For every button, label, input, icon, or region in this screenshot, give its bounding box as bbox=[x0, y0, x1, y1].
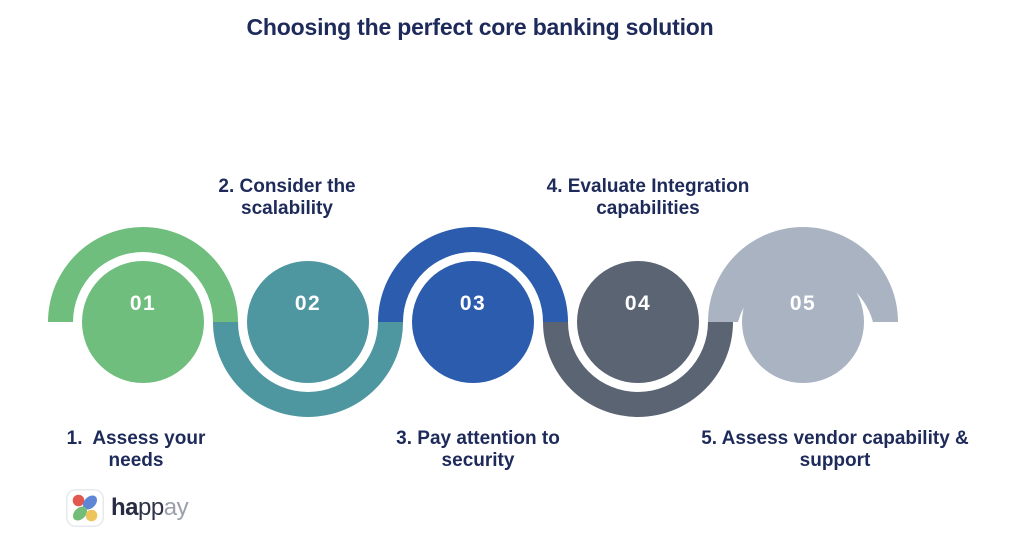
step-label-2-line-2: scalability bbox=[241, 198, 333, 219]
step-circle-2 bbox=[247, 261, 369, 383]
step-number-1: 01 bbox=[130, 292, 156, 315]
step-label-2-line-1: 2. Consider the bbox=[218, 176, 356, 197]
step-circle-3 bbox=[412, 261, 534, 383]
wordmark-part-3: ay bbox=[163, 494, 189, 521]
step-arc-2 bbox=[213, 322, 403, 417]
step-label-5-line-2: support bbox=[799, 450, 871, 471]
step-arc-4 bbox=[543, 322, 733, 417]
step-number-3: 03 bbox=[460, 292, 486, 315]
step-label-5: 5. Assess vendor capability & support bbox=[701, 428, 969, 472]
step-arc-1 bbox=[48, 227, 238, 322]
step-label-3-line-2: security bbox=[441, 450, 515, 471]
step-circle-4 bbox=[577, 261, 699, 383]
step-label-1-line-2: needs bbox=[108, 450, 164, 471]
happay-logo-icon bbox=[66, 489, 104, 527]
step-label-3: 3. Pay attention to security bbox=[396, 428, 560, 472]
step-number-4: 04 bbox=[625, 292, 651, 315]
happay-wordmark: happay bbox=[111, 489, 189, 527]
happay-logo: happay bbox=[66, 489, 189, 527]
step-number-5: 05 bbox=[790, 292, 816, 315]
logo-dot-blue bbox=[82, 495, 98, 510]
step-label-5-line-1: 5. Assess vendor capability & bbox=[701, 428, 969, 449]
step-label-2: 2. Consider the scalability bbox=[218, 176, 355, 220]
step-label-3-line-1: 3. Pay attention to bbox=[396, 428, 560, 449]
wordmark-part-2: pp bbox=[138, 494, 164, 521]
step-arc-3 bbox=[378, 227, 568, 322]
step-label-1-line-1: 1. Assess your bbox=[66, 428, 206, 449]
step-circle-5 bbox=[742, 261, 864, 383]
logo-dot-yellow bbox=[85, 509, 98, 522]
step-number-2: 02 bbox=[295, 292, 321, 315]
step-label-4-line-2: capabilities bbox=[596, 198, 700, 219]
wordmark-part-1: ha bbox=[111, 494, 139, 521]
step-label-4-line-1: 4. Evaluate Integration bbox=[546, 176, 750, 197]
step-label-4: 4. Evaluate Integration capabilities bbox=[547, 176, 750, 220]
logo-dot-red bbox=[72, 494, 85, 507]
logo-dot-green bbox=[72, 506, 88, 521]
page-title: Choosing the perfect core banking soluti… bbox=[246, 14, 714, 40]
step-label-1: 1. Assess your needs bbox=[67, 428, 206, 472]
step-circle-1 bbox=[82, 261, 204, 383]
step-arc-5 bbox=[708, 227, 898, 322]
